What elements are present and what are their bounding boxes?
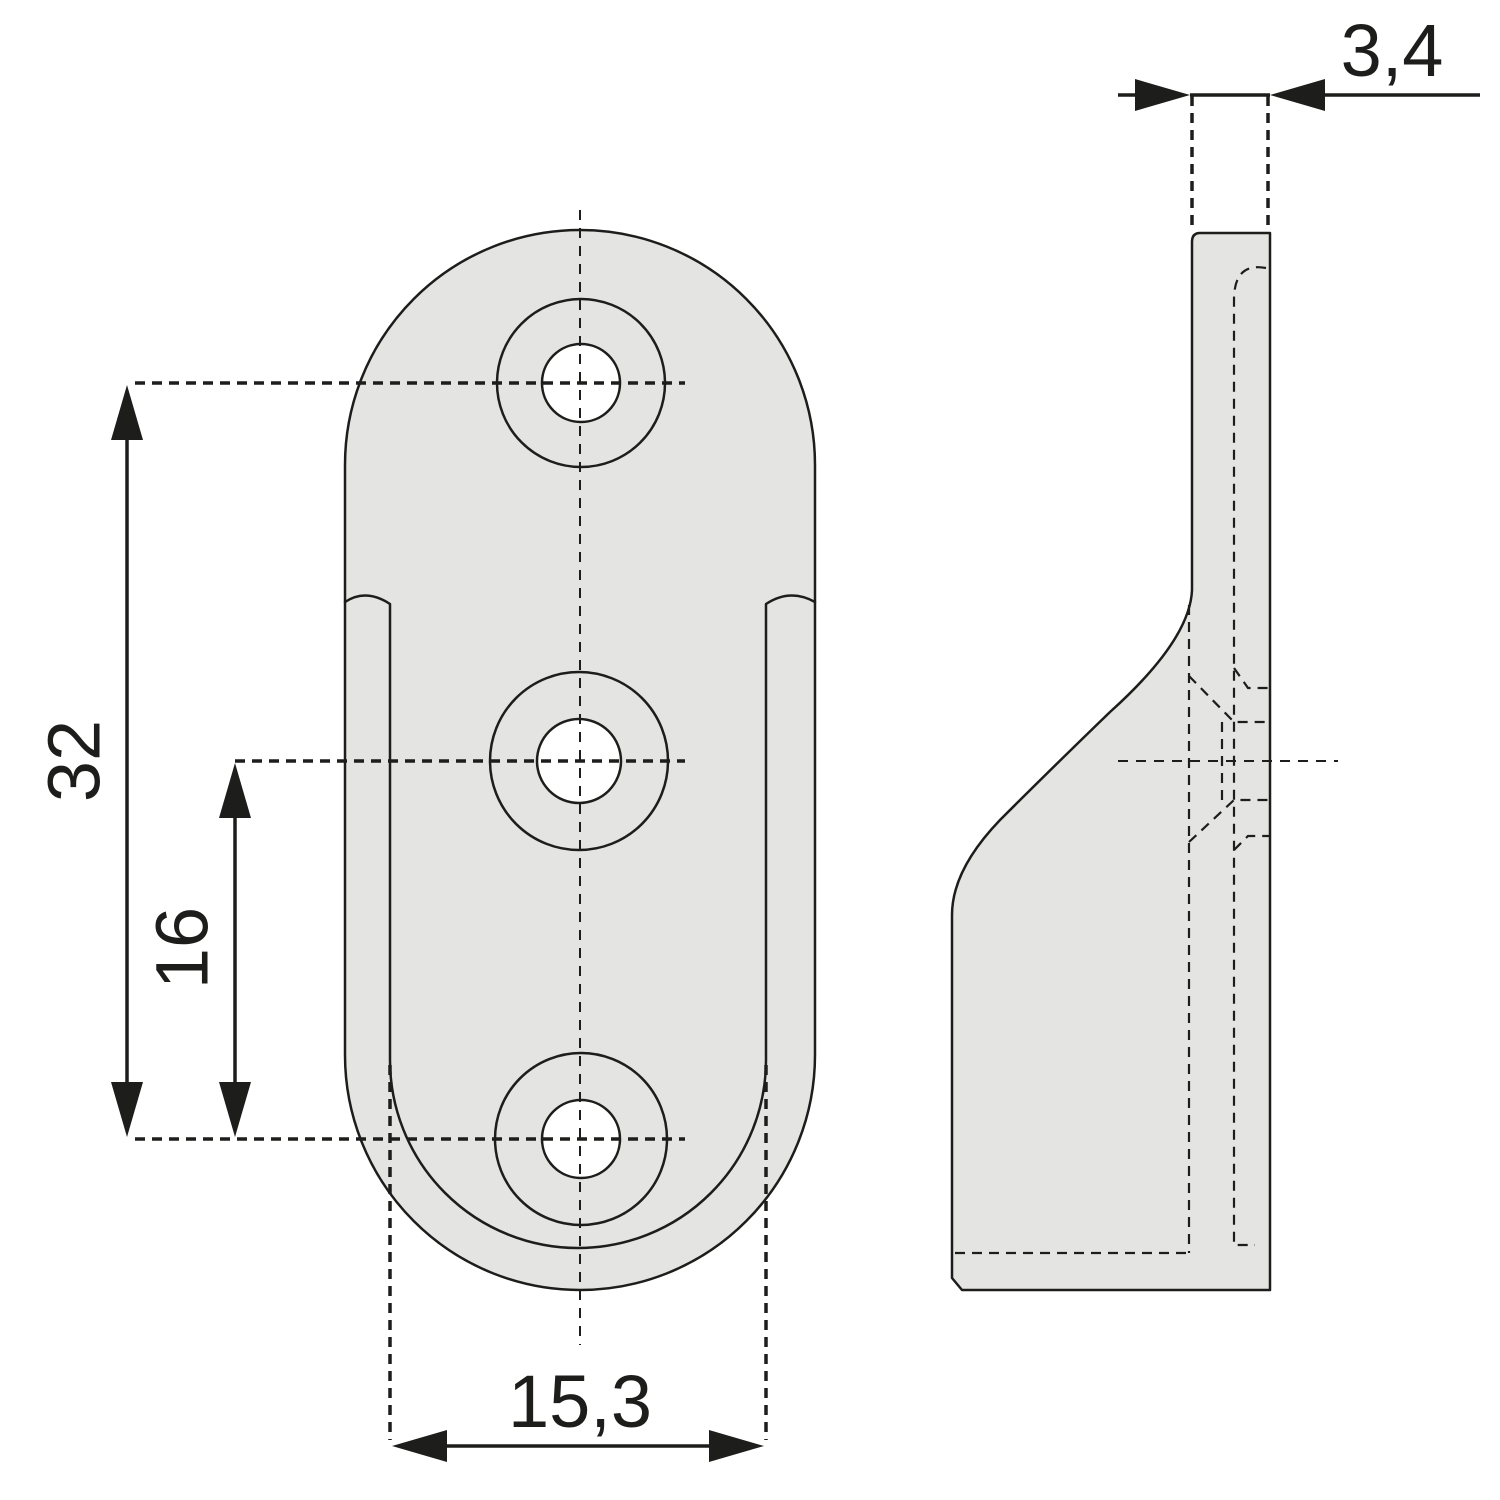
hidden-inner-rail — [1232, 266, 1267, 1247]
dimension-label-16: 16 — [141, 907, 224, 989]
dimension-label-15-3: 15,3 — [508, 1360, 652, 1443]
hidden-countersink-lower — [1188, 798, 1270, 851]
dimension-label-3-4: 3,4 — [1341, 9, 1444, 92]
front-view — [343, 210, 817, 1345]
arrow-3-4-left — [1135, 79, 1190, 111]
arrow-15-3-right — [709, 1430, 764, 1462]
dimension-label-32: 32 — [33, 720, 116, 802]
side-view-hidden-lines — [955, 266, 1270, 1255]
dimension-3-4: 3,4 — [1118, 9, 1480, 228]
dimension-16: 16 — [141, 759, 685, 1137]
dimension-32: 32 — [33, 381, 685, 1141]
arrow-32-bottom — [111, 1082, 143, 1137]
arrow-3-4-right — [1270, 79, 1325, 111]
arrow-32-top — [111, 385, 143, 440]
side-view — [950, 231, 1338, 1292]
arrow-16-top — [219, 763, 251, 818]
arrow-16-bottom — [219, 1082, 251, 1137]
side-view-profile — [950, 231, 1272, 1292]
arrow-15-3-left — [392, 1430, 447, 1462]
dimension-15-3: 15,3 — [388, 1065, 768, 1462]
hidden-countersink-upper — [1188, 667, 1270, 724]
